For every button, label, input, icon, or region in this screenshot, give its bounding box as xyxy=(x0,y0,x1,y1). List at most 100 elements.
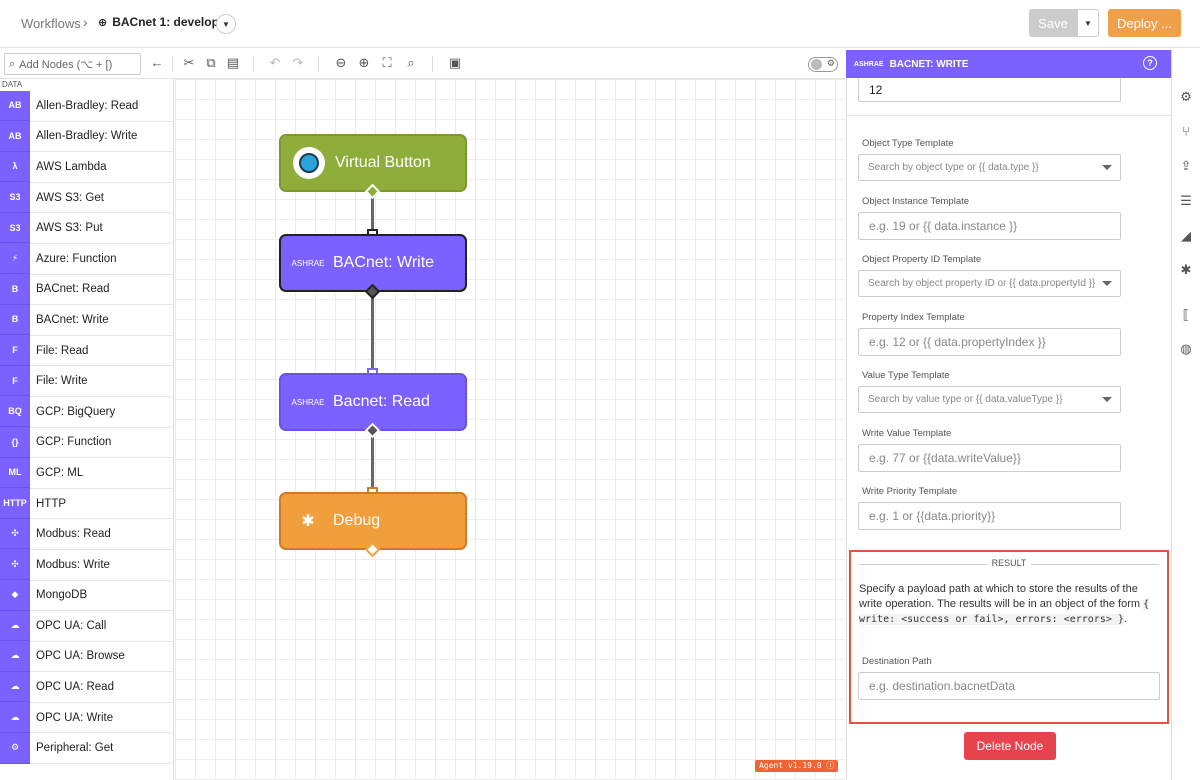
node-type-icon: λ xyxy=(0,151,30,183)
zoom-reset-icon[interactable]: ⌕ xyxy=(407,55,415,70)
fit-view-icon[interactable]: ⛶ xyxy=(382,55,392,70)
palette-item-label: File: Read xyxy=(36,344,89,357)
palette-item[interactable]: ⚡Azure: Function xyxy=(0,243,173,275)
node-type-icon: ✣ xyxy=(0,518,30,550)
value-type-label: Value Type Template xyxy=(862,370,950,381)
value-type-placeholder: Search by value type or {{ data.valueTyp… xyxy=(868,394,1063,405)
agent-version-badge[interactable]: Agent v1.19.0 ⓘ xyxy=(755,760,839,772)
database-icon[interactable]: ☰ xyxy=(1180,193,1192,208)
copy-icon[interactable]: ⧉ xyxy=(206,55,216,70)
object-property-select[interactable]: Search by object property ID or {{ data.… xyxy=(858,270,1121,297)
node-type-icon: S3 xyxy=(0,212,30,244)
right-sidebar: ⚙ ⑂ ⇪ ☰ ◢ ✱ ⟦ ◍ xyxy=(1171,50,1200,780)
breadcrumb-workflows[interactable]: Workflows xyxy=(21,16,81,31)
node-type-icon: ☁ xyxy=(0,610,30,642)
branch-icon[interactable]: ⑂ xyxy=(1182,124,1190,139)
value-type-select[interactable]: Search by value type or {{ data.valueTyp… xyxy=(858,386,1121,413)
add-nodes-search[interactable]: ⌕ Add Nodes (⌥ + [) xyxy=(4,53,141,75)
globe-icon[interactable]: ◍ xyxy=(1180,341,1192,356)
breadcrumb-separator: › xyxy=(83,14,88,30)
toolbar-divider xyxy=(432,56,433,72)
globe-icon: ⊕ xyxy=(98,16,108,29)
palette-item-label: File: Write xyxy=(36,375,88,388)
delete-node-button[interactable]: Delete Node xyxy=(964,732,1056,760)
write-priority-input[interactable]: e.g. 1 or {{data.priority}} xyxy=(858,502,1121,530)
workflow-menu-button[interactable]: ▼ xyxy=(216,14,236,34)
palette-section-label: DATA xyxy=(2,80,23,89)
object-instance-input[interactable]: e.g. 19 or {{ data.instance }} xyxy=(858,212,1121,240)
node-bacnet-read[interactable]: ASHRAE Bacnet: Read xyxy=(279,373,467,431)
object-type-label: Object Type Template xyxy=(862,138,954,149)
palette-item-label: Modbus: Read xyxy=(36,528,111,541)
help-icon[interactable]: ? xyxy=(1143,56,1157,70)
result-description: Specify a payload path at which to store… xyxy=(859,582,1163,627)
palette-item-label: GCP: Function xyxy=(36,436,112,449)
palette-item[interactable]: ✣Modbus: Write xyxy=(0,549,173,581)
node-virtual-button[interactable]: Virtual Button xyxy=(279,134,467,192)
zoom-out-icon[interactable]: ⊖ xyxy=(335,55,347,70)
object-instance-label: Object Instance Template xyxy=(862,196,970,207)
paste-icon[interactable]: ▤ xyxy=(226,55,240,70)
workflow-canvas[interactable]: Virtual Button ASHRAE BACnet: Write ASHR… xyxy=(175,79,845,780)
palette-item[interactable]: ☁OPC UA: Call xyxy=(0,610,173,642)
node-type-icon: B xyxy=(0,304,30,336)
deploy-button[interactable]: Deploy ... xyxy=(1108,9,1181,37)
result-text-before: Specify a payload path at which to store… xyxy=(859,583,1144,610)
node-bacnet-write[interactable]: ASHRAE BACnet: Write xyxy=(279,234,467,292)
bug-settings-icon[interactable]: ✱ xyxy=(1180,262,1192,277)
node-debug[interactable]: ✱ Debug xyxy=(279,492,467,550)
collapse-palette-icon[interactable]: ← xyxy=(150,55,164,70)
palette-item[interactable]: ☁OPC UA: Browse xyxy=(0,641,173,673)
node-type-icon: F xyxy=(0,335,30,366)
value-field[interactable]: 12 xyxy=(858,78,1121,102)
node-type-icon: {} xyxy=(0,427,30,458)
write-value-input[interactable]: e.g. 77 or {{data.writeValue}} xyxy=(858,444,1121,472)
workflow-title-text: BACnet 1: develop xyxy=(112,15,219,29)
gear-icon[interactable]: ⚙ xyxy=(1180,89,1192,104)
palette-item-label: HTTP xyxy=(36,497,67,510)
object-type-select[interactable]: Search by object type or {{ data.type }} xyxy=(858,154,1121,181)
object-type-placeholder: Search by object type or {{ data.type }} xyxy=(868,162,1039,173)
destination-path-input[interactable]: e.g. destination.bacnetData xyxy=(858,672,1160,700)
palette-item[interactable]: ⚙Peripheral: Get xyxy=(0,732,173,765)
palette-item[interactable]: ✣ Modbus: Read xyxy=(0,518,173,550)
redo-icon[interactable]: ↷ xyxy=(292,55,304,70)
palette-item[interactable]: ☁OPC UA: Write xyxy=(0,702,173,734)
result-text-after: . xyxy=(1123,613,1127,625)
upload-icon[interactable]: ⇪ xyxy=(1180,158,1192,173)
palette-item-label: OPC UA: Browse xyxy=(36,650,125,663)
palette-item-label: Peripheral: Get xyxy=(36,742,114,755)
workflow-title: ⊕ BACnet 1: develop xyxy=(98,15,219,29)
palette-item[interactable]: S3 AWS S3: Get xyxy=(0,182,173,214)
palette-item-label: AWS S3: Get xyxy=(36,191,104,204)
palette-item[interactable]: ☁OPC UA: Read xyxy=(0,671,173,703)
settings-toggle[interactable]: ⚙ xyxy=(808,57,838,72)
palette-item[interactable]: ◆MongoDB xyxy=(0,580,173,612)
chart-icon[interactable]: ◢ xyxy=(1181,228,1191,243)
code-icon[interactable]: ⟦ xyxy=(1182,307,1190,322)
save-button[interactable]: Save xyxy=(1029,9,1077,37)
palette-item[interactable]: {} GCP: Function xyxy=(0,427,173,459)
node-type-icon: S3 xyxy=(0,182,30,213)
result-title: RESULT xyxy=(991,558,1027,568)
comment-icon[interactable]: ▣ xyxy=(448,55,462,70)
save-options-button[interactable]: ▼ xyxy=(1077,9,1099,37)
cut-icon[interactable]: ✂ xyxy=(183,55,195,70)
palette-item[interactable]: F File: Read xyxy=(0,335,173,367)
zoom-in-icon[interactable]: ⊕ xyxy=(358,55,370,70)
undo-icon[interactable]: ↶ xyxy=(269,55,281,70)
palette-item-label: OPC UA: Read xyxy=(36,681,114,694)
palette-item-label: BACnet: Read xyxy=(36,283,110,296)
property-index-input[interactable]: e.g. 12 or {{ data.propertyIndex }} xyxy=(858,328,1121,356)
toolbar-divider xyxy=(318,56,319,72)
